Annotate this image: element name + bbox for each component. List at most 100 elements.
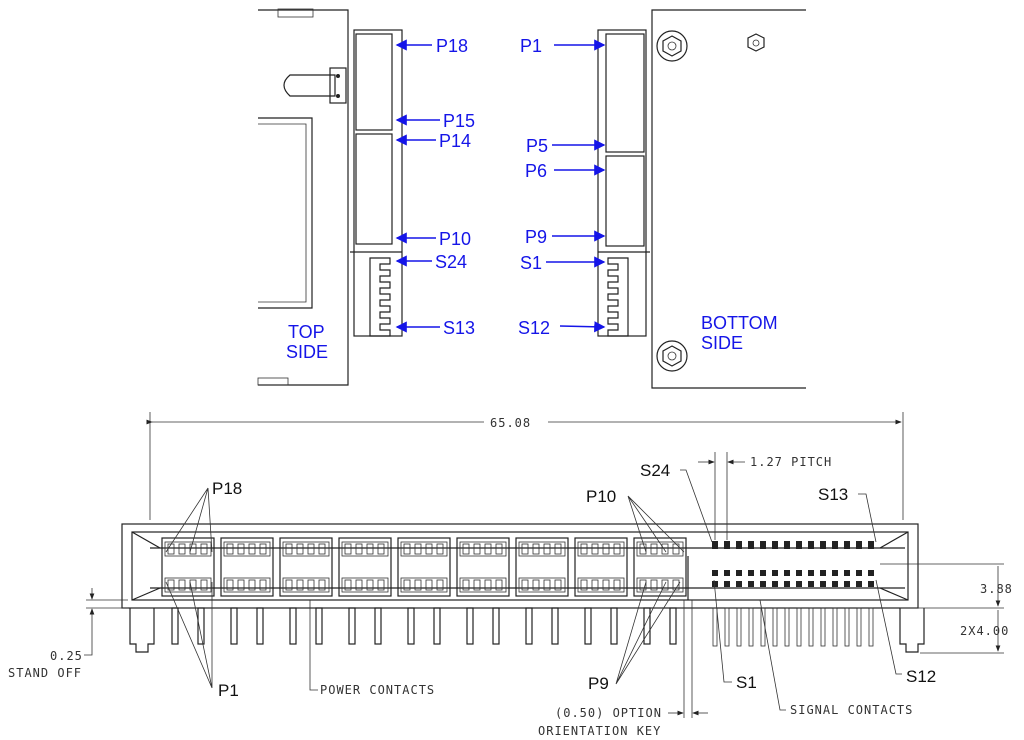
power-pin: [433, 607, 441, 645]
label-s12: S12: [518, 318, 550, 338]
signal-contact-bottom: [832, 581, 838, 587]
power-contact-group: [515, 537, 569, 597]
power-pin: [492, 607, 500, 645]
signal-contact-top: [844, 541, 850, 549]
power-pin: [348, 607, 356, 645]
signal-contact-bottom: [796, 581, 802, 587]
signal-pin: [712, 607, 718, 647]
bottom-side-view: P1 P5 P6 P9 S1 S12 BOTTOM SIDE: [518, 9, 806, 389]
signal-contact-bottom: [724, 581, 730, 587]
signal-contact-mid: [808, 570, 814, 576]
power-pin: [315, 607, 323, 645]
power-pin: [584, 607, 592, 645]
signal-contact-bottom: [820, 581, 826, 587]
signal-contact-mid: [712, 570, 718, 576]
power-contact-groups: [161, 537, 687, 597]
signal-pin: [868, 607, 874, 647]
signal-contact-bottom: [748, 581, 754, 587]
label-p15: P15: [443, 111, 475, 131]
label-p6: P6: [525, 161, 547, 181]
signal-contact-bottom: [808, 581, 814, 587]
signal-pin: [784, 607, 790, 647]
signal-contact-bottom: [844, 581, 850, 587]
option-line1: (0.50) OPTION: [555, 706, 662, 720]
signal-contact-mid: [868, 570, 874, 576]
power-contact-group: [220, 537, 274, 597]
signal-contact-array: [712, 541, 874, 587]
signal-contact-mid: [856, 570, 862, 576]
label-p14: P14: [439, 131, 471, 151]
callout-s24: S24: [640, 461, 670, 480]
signal-contact-mid: [820, 570, 826, 576]
signal-contact-mid: [796, 570, 802, 576]
callout-p10: P10: [586, 487, 616, 506]
pin-array: [171, 607, 874, 647]
power-contacts-label: POWER CONTACTS: [320, 683, 435, 697]
signal-contact-mid: [736, 570, 742, 576]
signal-pin: [820, 607, 826, 647]
callout-s13: S13: [818, 485, 848, 504]
callout-p18: P18: [212, 479, 242, 498]
power-contact-group: [456, 537, 510, 597]
signal-contact-bottom: [712, 581, 718, 587]
bottom-side-label-line2: SIDE: [701, 333, 743, 353]
signal-pin: [856, 607, 862, 647]
signal-contact-top: [748, 541, 754, 549]
signal-contact-top: [856, 541, 862, 549]
signal-contact-bottom: [856, 581, 862, 587]
power-contact-group: [574, 537, 628, 597]
signal-contact-top: [796, 541, 802, 549]
power-pin: [256, 607, 264, 645]
signal-pin: [724, 607, 730, 647]
label-p1: P1: [520, 36, 542, 56]
pin-length-dim: 2X4.00: [960, 624, 1009, 638]
signal-contact-top: [724, 541, 730, 549]
signal-pin: [796, 607, 802, 647]
top-side-label-line1: TOP: [288, 322, 325, 342]
signal-contact-mid: [832, 570, 838, 576]
signal-contact-top: [808, 541, 814, 549]
bottom-side-label-line1: BOTTOM: [701, 313, 778, 333]
option-line2: ORIENTATION KEY: [538, 724, 661, 738]
power-contact-group: [338, 537, 392, 597]
signal-contact-bottom: [760, 581, 766, 587]
signal-pin: [748, 607, 754, 647]
callout-s12: S12: [906, 667, 936, 686]
signal-pin: [844, 607, 850, 647]
signal-contacts-label: SIGNAL CONTACTS: [790, 703, 913, 717]
callout-p1: P1: [218, 681, 239, 700]
top-side-view: P18 P15 P14 P10 S24 S13 TOP SIDE: [257, 8, 475, 386]
signal-contact-top: [736, 541, 742, 549]
power-pin: [610, 607, 618, 645]
power-pin: [466, 607, 474, 645]
height-dim: 3.88: [980, 582, 1013, 596]
signal-contact-mid: [760, 570, 766, 576]
label-p18: P18: [436, 36, 468, 56]
signal-contact-bottom: [772, 581, 778, 587]
label-p10: P10: [439, 229, 471, 249]
front-view: 65.08 1.27 PITCH 3.88 2X4.00: [8, 412, 1013, 738]
power-pin: [289, 607, 297, 645]
signal-contact-top: [712, 541, 718, 549]
signal-contact-mid: [844, 570, 850, 576]
overall-width-dim: 65.08: [490, 416, 531, 430]
label-s24: S24: [435, 252, 467, 272]
signal-contact-mid: [772, 570, 778, 576]
standoff-value: 0.25: [50, 649, 83, 663]
power-contact-group: [279, 537, 333, 597]
callout-p9: P9: [588, 674, 609, 693]
label-p9: P9: [525, 227, 547, 247]
standoff-label: STAND OFF: [8, 666, 82, 680]
label-p5: P5: [526, 136, 548, 156]
power-pin: [374, 607, 382, 645]
signal-pin: [808, 607, 814, 647]
signal-contact-top: [772, 541, 778, 549]
signal-pin: [772, 607, 778, 647]
power-pin: [407, 607, 415, 645]
signal-pin: [832, 607, 838, 647]
signal-contact-mid: [748, 570, 754, 576]
label-s1: S1: [520, 253, 542, 273]
signal-pin: [760, 607, 766, 647]
pitch-dim: 1.27 PITCH: [750, 455, 832, 469]
